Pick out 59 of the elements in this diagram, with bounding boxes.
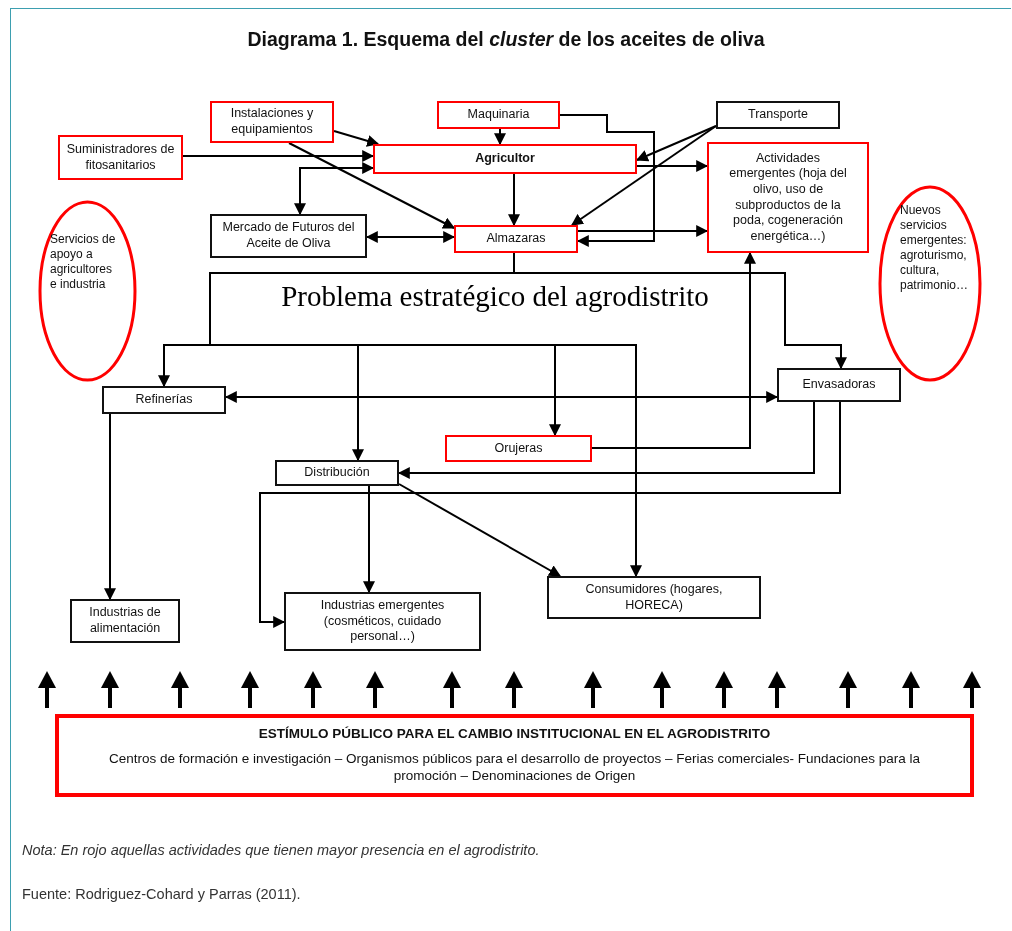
node-label: Mercado de Futuros del Aceite de Oliva — [221, 220, 356, 252]
node-label: Consumidores (hogares, HORECA) — [584, 581, 724, 614]
node-label: Agricultor — [475, 151, 535, 167]
process-box — [707, 142, 869, 253]
arrow — [571, 125, 717, 226]
node-label: Almazaras — [486, 231, 546, 247]
note-text: Nota: En rojo aquellas actividades que tienen mayor presencia en el agrodistrito. — [22, 842, 541, 858]
arrow — [591, 251, 756, 449]
process-box — [275, 460, 399, 486]
arrow — [224, 391, 779, 403]
panel-heading: ESTÍMULO PÚBLICO PARA EL CAMBIO INSTITUCIONAL EN EL AGRODISTRITO — [258, 726, 771, 744]
arrow — [259, 401, 841, 628]
node-label: Instalaciones y equipamientos — [229, 106, 315, 138]
process-box — [547, 576, 761, 619]
process-box — [58, 135, 183, 180]
node-label: Orujeras — [494, 440, 543, 457]
node-label: Servicios de apoyo a agricultores e industria — [50, 232, 117, 292]
process-box — [102, 386, 226, 414]
node-label: Envasadoras — [802, 377, 876, 393]
arrow — [363, 485, 375, 594]
oval-node — [38, 200, 137, 382]
node-label: Transporte — [748, 107, 808, 123]
process-box — [716, 101, 840, 129]
process-box — [777, 368, 901, 402]
process-box — [70, 599, 180, 643]
node-label: Distribución — [304, 465, 370, 481]
arrow — [398, 483, 562, 577]
process-box — [210, 214, 367, 258]
arrow — [494, 128, 506, 146]
arrow — [294, 162, 375, 216]
oval-node — [878, 185, 982, 382]
arrow — [333, 130, 380, 147]
process-box — [210, 101, 334, 143]
arrow — [397, 401, 815, 479]
node-label: Refinerías — [135, 392, 193, 408]
arrow — [577, 225, 709, 237]
node-label: Suministradores de fitosanitarios — [65, 141, 176, 174]
source-text: Fuente: Rodriguez-Cohard y Parras (2011). — [22, 886, 302, 902]
arrow — [182, 150, 375, 162]
diagram-heading: Problema estratégico del agrodistrito — [280, 280, 710, 313]
process-box — [445, 435, 592, 462]
node-label: Actividades emergentes (hoja del olivo, uso de subproductos de la poda, cogeneración energética…) — [728, 150, 848, 245]
process-box — [437, 101, 560, 129]
node-label: Industrias emergentes (cosméticos, cuidado personal…) — [319, 598, 446, 645]
arrow — [559, 114, 655, 247]
process-box — [284, 592, 481, 651]
diagram-title: Diagrama 1. Esquema del cluster de los aceites de oliva — [246, 28, 766, 51]
arrow — [365, 231, 456, 243]
node-label: Nuevos servicios emergentes: agroturismo, cultura, patrimonio… — [900, 203, 970, 293]
node-label: Industrias de alimentación — [88, 605, 162, 637]
panel-text: Centros de formación e investigación – Organismos públicos para el desarrollo de proyectos – Ferias comerciales- Fundaciones para la promoción – Denominaciones de Origen — [107, 751, 922, 785]
process-box — [454, 225, 578, 253]
process-box — [55, 714, 974, 797]
arrow — [104, 413, 116, 601]
arrow — [636, 160, 709, 172]
process-box — [373, 144, 637, 174]
arrow — [288, 142, 456, 229]
node-label: Maquinaria — [467, 107, 530, 123]
arrow — [508, 173, 520, 227]
